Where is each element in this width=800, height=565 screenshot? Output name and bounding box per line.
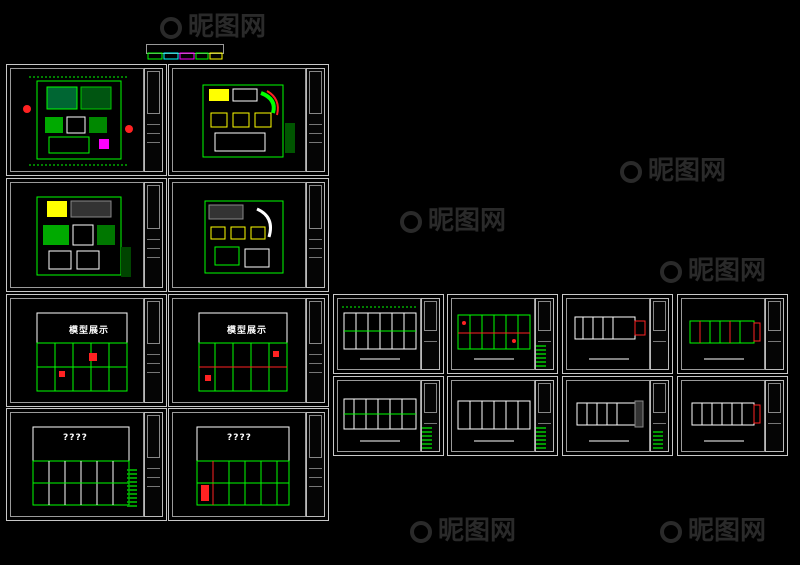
drawing-sheet-13[interactable]	[333, 376, 444, 456]
legend-column	[127, 469, 137, 509]
sheet-frame	[451, 298, 535, 370]
title-block	[144, 298, 163, 403]
legend-column	[422, 427, 432, 449]
floor-plan-drawing	[691, 402, 761, 442]
floor-plan-drawing	[457, 400, 531, 442]
sheet-frame	[172, 68, 306, 172]
floor-plan-drawing	[689, 320, 761, 360]
title-block	[306, 412, 325, 517]
watermark-text: 昵图网	[648, 156, 727, 186]
sheet-frame	[451, 380, 535, 452]
drawing-sheet-14[interactable]	[447, 376, 558, 456]
sheet-frame	[10, 412, 144, 517]
swirl-logo-icon	[660, 260, 682, 283]
swirl-logo-icon	[400, 210, 422, 233]
legend-column	[653, 431, 663, 449]
swirl-logo-icon	[620, 160, 642, 183]
watermark-text: 昵图网	[438, 516, 517, 546]
watermark: 昵图网	[620, 150, 726, 187]
floor-plan-drawing	[202, 84, 295, 158]
thumbnail-strip	[146, 44, 224, 60]
drawing-sheet-6[interactable]: 模型展示	[168, 294, 329, 407]
drawing-sheet-2[interactable]	[168, 64, 329, 176]
sheet-frame	[172, 412, 306, 517]
title-block	[144, 182, 163, 288]
title-block	[765, 298, 784, 370]
drawing-sheet-15[interactable]	[562, 376, 673, 456]
title-block	[421, 298, 440, 370]
drawing-sheet-5[interactable]: 模型展示	[6, 294, 167, 407]
drawing-sheet-16[interactable]	[677, 376, 788, 456]
title-block	[144, 68, 163, 172]
drawing-sheet-10[interactable]	[447, 294, 558, 374]
sheet-frame	[681, 380, 765, 452]
floor-plan-drawing	[457, 314, 531, 360]
watermark-text: 昵图网	[688, 516, 767, 546]
exhibition-caption: 模型展示	[227, 326, 268, 336]
drawing-sheet-8[interactable]: ????	[168, 408, 329, 521]
floor-plan-drawing	[204, 200, 284, 274]
drawing-sheet-7[interactable]: ????	[6, 408, 167, 521]
floor-plan-drawing	[574, 316, 646, 360]
drawing-sheet-3[interactable]	[6, 178, 167, 292]
watermark: 昵图网	[160, 6, 266, 43]
watermark: 昵图网	[400, 200, 506, 237]
swirl-logo-icon	[410, 520, 432, 543]
swirl-logo-icon	[660, 520, 682, 543]
floor-plan-drawing	[198, 312, 288, 392]
sheet-frame	[10, 298, 144, 403]
watermark-text: 昵图网	[188, 12, 267, 42]
swirl-logo-icon	[160, 16, 182, 39]
sheet-frame	[10, 68, 144, 172]
floor-plan-drawing	[36, 196, 131, 277]
title-block	[765, 380, 784, 452]
sheet-frame	[337, 298, 421, 370]
exhibition-caption: 模型展示	[69, 326, 110, 336]
sheet-frame	[10, 182, 144, 288]
sheet-frame	[172, 298, 306, 403]
floor-plan-drawing	[343, 398, 417, 442]
floor-plan-drawing	[196, 426, 290, 506]
floor-plan-drawing	[36, 312, 128, 392]
watermark-text: 昵图网	[688, 256, 767, 286]
title-block	[306, 182, 325, 288]
drawing-sheet-9[interactable]	[333, 294, 444, 374]
unknown-caption: ????	[63, 433, 88, 443]
floor-plan-drawing	[342, 306, 418, 360]
sheet-frame	[172, 182, 306, 288]
title-block	[306, 68, 325, 172]
watermark-text: 昵图网	[428, 206, 507, 236]
drawing-sheet-1[interactable]	[6, 64, 167, 176]
sheet-frame	[566, 298, 650, 370]
watermark: 昵图网	[410, 510, 516, 547]
watermark: 昵图网	[660, 510, 766, 547]
floor-plan-drawing	[23, 76, 133, 166]
sheet-frame	[337, 380, 421, 452]
sheet-frame	[681, 298, 765, 370]
sheet-frame	[566, 380, 650, 452]
drawing-sheet-11[interactable]	[562, 294, 673, 374]
title-block	[144, 412, 163, 517]
floor-plan-drawing	[576, 400, 644, 442]
legend-column	[536, 345, 546, 367]
drawing-sheet-12[interactable]	[677, 294, 788, 374]
drawing-sheet-4[interactable]	[168, 178, 329, 292]
unknown-caption: ????	[227, 433, 252, 443]
title-block	[306, 298, 325, 403]
watermark: 昵图网	[660, 250, 766, 287]
thumbnail-strip-graphic	[147, 52, 223, 60]
title-block	[650, 298, 669, 370]
legend-column	[536, 427, 546, 449]
